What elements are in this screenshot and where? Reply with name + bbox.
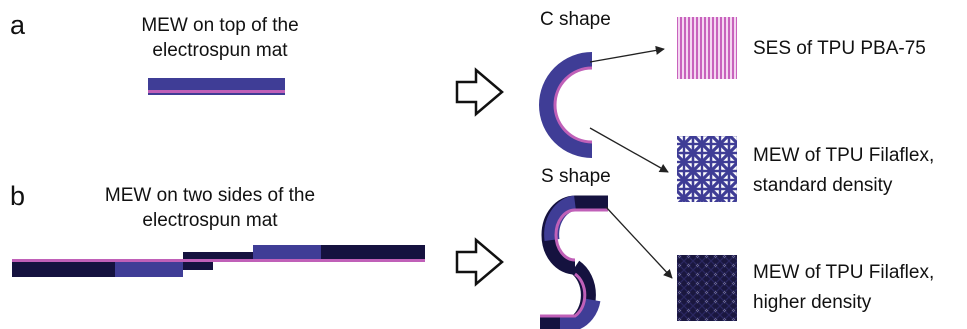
transform-arrow-b [455, 237, 504, 287]
caption-a: MEW on top of the electrospun mat [90, 13, 350, 63]
pointer-mew-standard [589, 127, 669, 173]
transform-arrow-a [455, 67, 504, 117]
legend-mew-standard-line1: MEW of TPU Filaflex, [753, 145, 935, 166]
c-shape [539, 52, 593, 158]
s-shape [540, 195, 608, 329]
caption-a-line1: MEW on top of the [141, 15, 299, 36]
flat-strip-b [12, 245, 425, 277]
caption-a-line2: electrospun mat [152, 40, 288, 61]
legend-mew-higher: MEW of TPU Filaflex, higher density [753, 258, 934, 318]
caption-b: MEW on two sides of the electrospun mat [60, 183, 360, 233]
s-shape-title: S shape [541, 166, 611, 187]
mew-higher-swatch [677, 255, 737, 321]
legend-mew-higher-line2: higher density [753, 292, 872, 313]
pointer-ses [589, 45, 665, 63]
c-shape-title: C shape [540, 9, 611, 30]
flat-strip-a [148, 78, 285, 95]
legend-ses-line1: SES of TPU PBA-75 [753, 38, 926, 59]
legend-ses: SES of TPU PBA-75 [753, 36, 926, 61]
caption-b-line1: MEW on two sides of the [104, 185, 316, 206]
legend-mew-higher-line1: MEW of TPU Filaflex, [753, 262, 935, 283]
ses-swatch [677, 17, 737, 79]
legend-mew-standard: MEW of TPU Filaflex, standard density [753, 141, 934, 201]
pointer-mew-higher [605, 206, 673, 279]
legend-mew-standard-line2: standard density [753, 175, 893, 196]
panel-label-a: a [10, 10, 26, 40]
mew-standard-swatch [677, 136, 737, 202]
caption-b-line2: electrospun mat [142, 210, 278, 231]
panel-label-b: b [10, 181, 26, 211]
